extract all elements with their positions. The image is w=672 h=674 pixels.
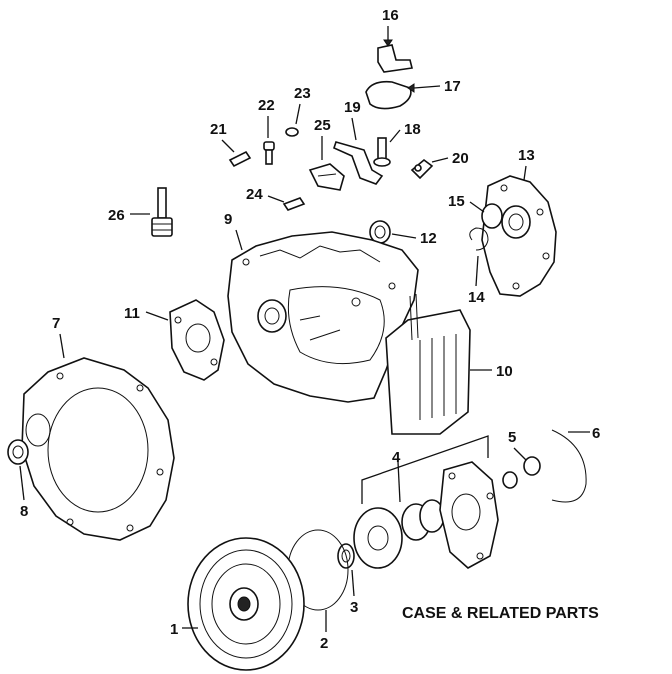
part-15-seal: 15 bbox=[448, 193, 503, 229]
part-5-washer: 5 bbox=[502, 429, 541, 489]
callout-23: 23 bbox=[294, 85, 311, 102]
callout-11: 11 bbox=[124, 305, 140, 322]
part-18-valve: 18 bbox=[373, 121, 421, 167]
callout-13: 13 bbox=[518, 147, 535, 164]
part-14-snap-ring: 14 bbox=[468, 227, 489, 306]
part-11-side-cover: 11 bbox=[124, 299, 225, 381]
part-26-speedo-gear: 26 bbox=[108, 187, 173, 237]
part-22-plug: 22 bbox=[258, 97, 275, 165]
callout-3: 3 bbox=[350, 599, 358, 616]
diagram-caption: CASE & RELATED PARTS bbox=[402, 605, 599, 622]
part-10-oil-pan: 10 bbox=[385, 293, 513, 435]
callout-15: 15 bbox=[448, 193, 465, 210]
part-4-pump-assembly: 4 bbox=[353, 435, 499, 569]
part-19-lever: 19 bbox=[333, 99, 384, 185]
part-25-mount: 25 bbox=[308, 117, 345, 191]
part-1-torque-converter: 1 bbox=[170, 537, 305, 671]
part-12-seal: 12 bbox=[369, 220, 437, 247]
callout-9: 9 bbox=[224, 211, 232, 228]
callout-17: 17 bbox=[444, 78, 461, 95]
callout-20: 20 bbox=[452, 150, 469, 167]
callout-2: 2 bbox=[320, 635, 328, 652]
callout-19: 19 bbox=[344, 99, 361, 116]
callout-24: 24 bbox=[246, 186, 263, 203]
callout-22: 22 bbox=[258, 97, 275, 114]
part-21-pin: 21 bbox=[210, 121, 252, 168]
callout-25: 25 bbox=[314, 117, 331, 134]
callout-10: 10 bbox=[496, 363, 513, 380]
callout-1: 1 bbox=[170, 621, 178, 638]
callout-21: 21 bbox=[210, 121, 227, 138]
callout-8: 8 bbox=[20, 503, 28, 520]
callout-18: 18 bbox=[404, 121, 421, 138]
callout-4: 4 bbox=[392, 449, 401, 466]
part-17-sensor: 17 bbox=[365, 78, 461, 110]
callout-26: 26 bbox=[108, 207, 125, 224]
part-3-seal: 3 bbox=[337, 543, 358, 616]
callout-12: 12 bbox=[420, 230, 437, 247]
part-23-spring: 23 bbox=[285, 85, 311, 137]
part-24-pin: 24 bbox=[246, 186, 306, 211]
part-7-converter-housing: 7 bbox=[21, 315, 175, 541]
callout-6: 6 bbox=[592, 425, 600, 442]
part-20-sensor: 20 bbox=[410, 150, 469, 180]
callout-5: 5 bbox=[508, 429, 516, 446]
part-13-end-cover: 13 bbox=[481, 147, 557, 297]
part-16-bracket: 16 bbox=[377, 7, 413, 73]
part-8-axle-seal: 8 bbox=[7, 439, 29, 520]
callout-14: 14 bbox=[468, 289, 485, 306]
callout-7: 7 bbox=[52, 315, 60, 332]
callout-16: 16 bbox=[382, 7, 399, 24]
part-6-snap-ring: 6 bbox=[551, 425, 600, 503]
